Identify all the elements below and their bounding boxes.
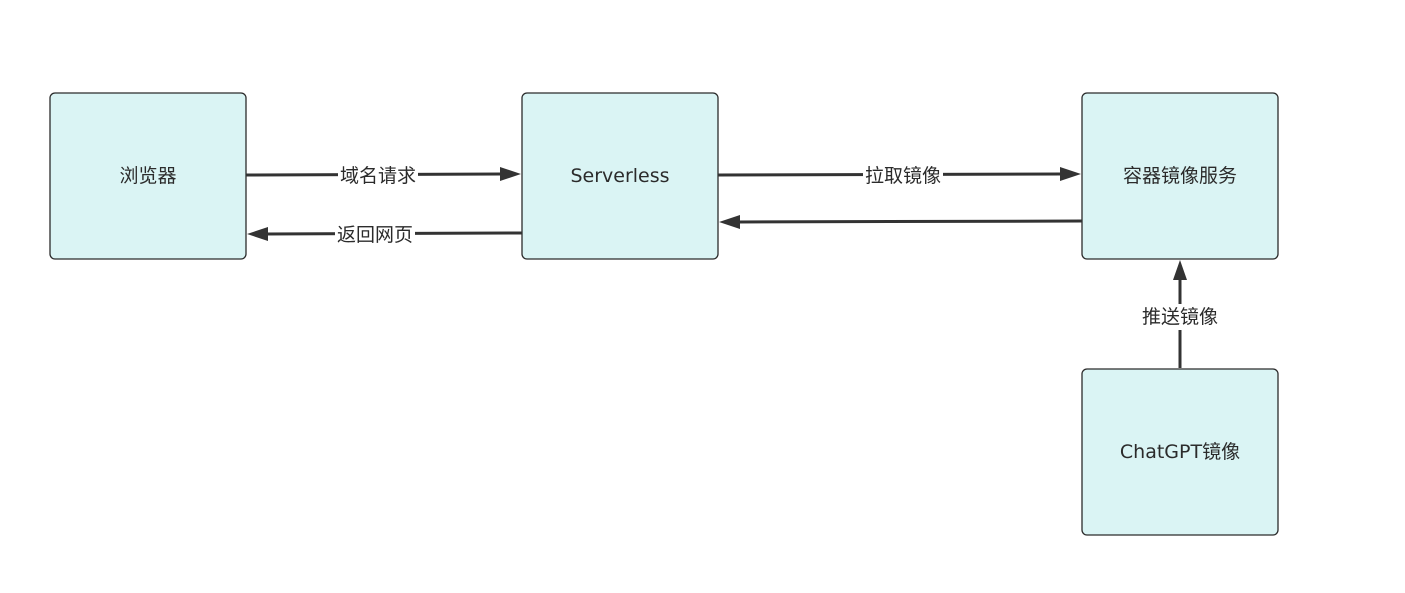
node-chatgpt-label: ChatGPT镜像 [1120, 441, 1240, 463]
edge-pull-image-label-bg [863, 163, 943, 187]
edge-return-page[interactable]: 返回网页 [247, 222, 523, 246]
node-serverless[interactable]: Serverless [521, 92, 719, 260]
edge-return-page-label-bg [335, 222, 415, 246]
node-browser-box [49, 92, 247, 260]
node-registry-box [1081, 92, 1279, 260]
node-serverless-label: Serverless [570, 165, 669, 187]
arrowhead-up-icon [1173, 260, 1187, 280]
edge-image-return-line [737, 219, 1083, 224]
node-serverless-box [521, 92, 719, 260]
arrowhead-left-icon [247, 227, 268, 241]
node-registry-label: 容器镜像服务 [1123, 165, 1237, 187]
node-browser-label: 浏览器 [119, 165, 176, 187]
edge-push-image-label: 推送镜像 [1142, 306, 1218, 328]
arrowhead-left-icon [719, 215, 740, 229]
edge-pull-image[interactable]: 拉取镜像 [717, 163, 1081, 187]
edge-domain-request-label: 域名请求 [340, 165, 416, 187]
edge-push-image-label-bg [1140, 304, 1220, 330]
arrowhead-right-icon [500, 167, 521, 181]
node-chatgpt[interactable]: ChatGPT镜像 [1081, 368, 1279, 536]
edge-domain-request-label-bg [338, 163, 418, 187]
edge-push-image[interactable]: 推送镜像 [1140, 260, 1220, 368]
arrowhead-right-icon [1060, 167, 1081, 181]
edge-return-page-label: 返回网页 [337, 224, 413, 246]
node-browser[interactable]: 浏览器 [49, 92, 247, 260]
edge-domain-request[interactable]: 域名请求 [245, 163, 521, 187]
node-registry[interactable]: 容器镜像服务 [1081, 92, 1279, 260]
node-chatgpt-box [1081, 368, 1279, 536]
edge-pull-image-label: 拉取镜像 [865, 165, 941, 187]
edge-image-return[interactable] [719, 215, 1083, 229]
